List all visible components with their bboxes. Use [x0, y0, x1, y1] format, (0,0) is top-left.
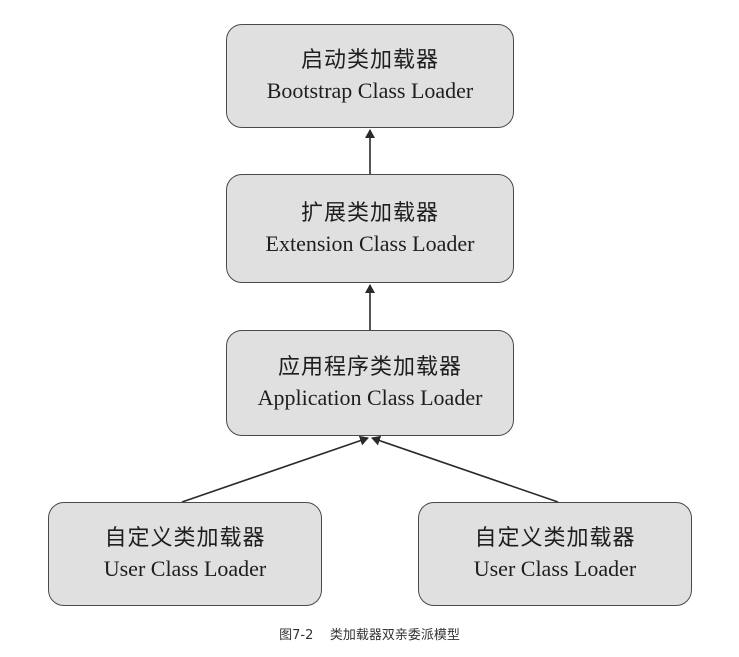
- node-user1-en-label: User Class Loader: [103, 556, 267, 581]
- node-user-class-loader-left: 自定义类加载器 User Class Loader: [48, 502, 322, 606]
- node-application-zh-label: 应用程序类加载器: [277, 355, 462, 380]
- node-extension-class-loader: 扩展类加载器 Extension Class Loader: [226, 174, 514, 283]
- node-user2-en-label: User Class Loader: [473, 556, 637, 581]
- node-user1-zh-label: 自定义类加载器: [104, 526, 266, 551]
- node-extension-zh-label: 扩展类加载器: [300, 200, 439, 226]
- figure-number: 图7-2: [279, 628, 314, 643]
- node-bootstrap-en-label: Bootstrap Class Loader: [266, 78, 474, 103]
- node-bootstrap-class-loader: 启动类加载器 Bootstrap Class Loader: [226, 24, 514, 128]
- node-bootstrap-zh-label: 启动类加载器: [300, 48, 439, 73]
- node-extension-en-label: Extension Class Loader: [265, 230, 475, 256]
- node-application-class-loader: 应用程序类加载器 Application Class Loader: [226, 330, 514, 436]
- node-application-en-label: Application Class Loader: [257, 385, 483, 410]
- figure-caption: 图7-2 类加载器双亲委派模型: [0, 624, 739, 643]
- arrow-user2-to-application: [371, 435, 559, 503]
- arrow-user1-to-application: [181, 435, 369, 503]
- figure-title: 类加载器双亲委派模型: [329, 628, 460, 643]
- node-user-class-loader-right: 自定义类加载器 User Class Loader: [418, 502, 692, 606]
- node-user2-zh-label: 自定义类加载器: [474, 526, 636, 551]
